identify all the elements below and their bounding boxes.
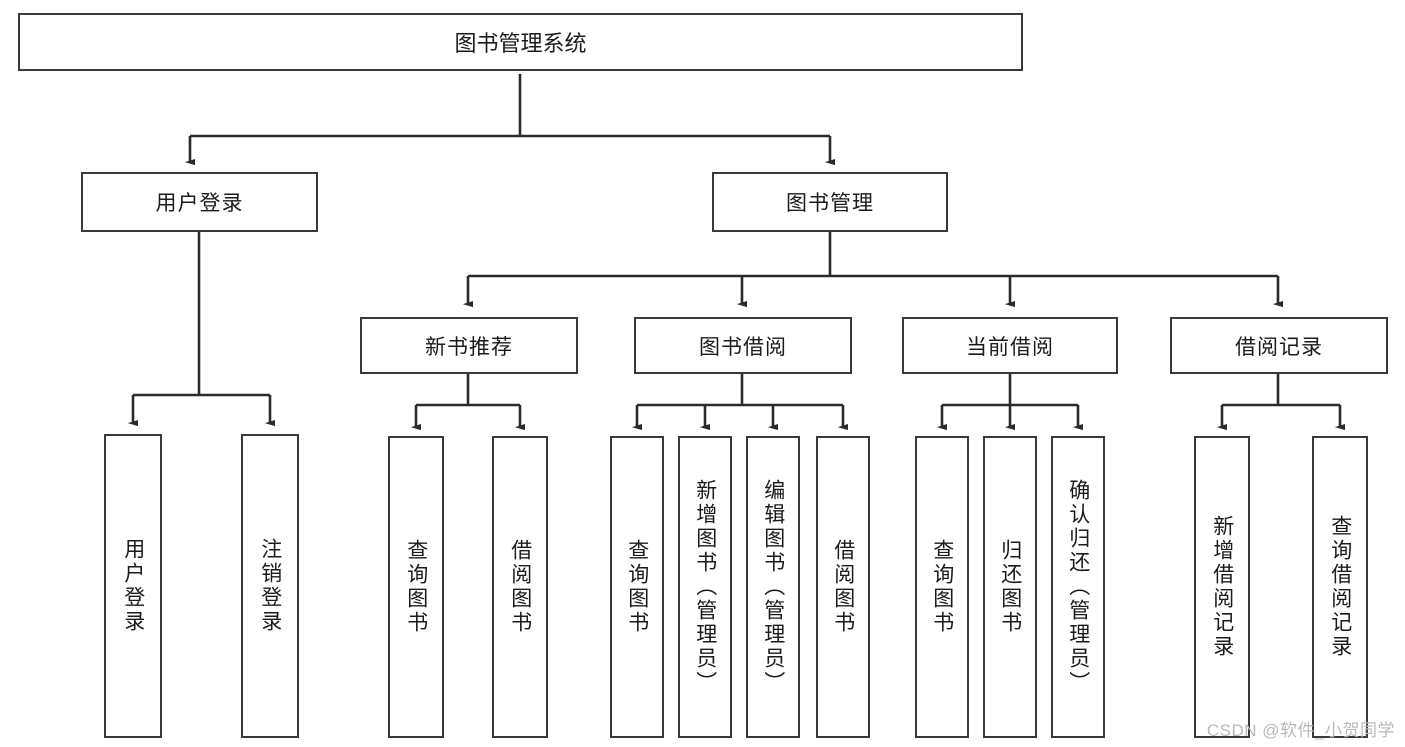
node-book-management[interactable]: 图书管理: [712, 172, 948, 232]
node-label: 查询图书: [404, 539, 428, 635]
leaf-recommend-query-book[interactable]: 查询图书: [388, 436, 444, 738]
leaf-borrow-add-book-admin[interactable]: 新增图书（管理员）: [678, 436, 732, 738]
node-book-borrow[interactable]: 图书借阅: [634, 317, 852, 374]
node-label: 借阅记录: [1235, 335, 1323, 359]
node-root-book-management-system[interactable]: 图书管理系统: [18, 13, 1023, 71]
node-label: 借阅图书: [508, 539, 532, 635]
leaf-records-query-record[interactable]: 查询借阅记录: [1312, 436, 1368, 738]
node-borrow-records[interactable]: 借阅记录: [1170, 317, 1388, 374]
node-new-book-recommend[interactable]: 新书推荐: [360, 317, 578, 374]
node-label: 图书管理系统: [454, 31, 587, 56]
node-label: 图书管理: [786, 192, 874, 215]
node-label: 新增图书（管理员）: [693, 479, 717, 695]
leaf-records-add-record[interactable]: 新增借阅记录: [1194, 436, 1250, 738]
leaf-borrow-edit-book-admin[interactable]: 编辑图书（管理员）: [746, 436, 800, 738]
node-label: 注销登录: [258, 538, 282, 634]
leaf-user-login-login[interactable]: 用户登录: [104, 434, 162, 738]
leaf-current-query-book[interactable]: 查询图书: [915, 436, 969, 738]
node-label: 查询借阅记录: [1328, 515, 1352, 659]
node-label: 图书借阅: [699, 335, 787, 359]
node-user-login[interactable]: 用户登录: [81, 172, 318, 232]
node-label: 确认归还（管理员）: [1066, 479, 1090, 695]
leaf-borrow-query-book[interactable]: 查询图书: [610, 436, 664, 738]
node-label: 当前借阅: [966, 335, 1054, 359]
node-label: 查询图书: [625, 539, 649, 635]
node-current-borrow[interactable]: 当前借阅: [902, 317, 1118, 374]
leaf-user-login-logout[interactable]: 注销登录: [241, 434, 299, 738]
leaf-current-confirm-return-admin[interactable]: 确认归还（管理员）: [1051, 436, 1105, 738]
leaf-recommend-borrow-book[interactable]: 借阅图书: [492, 436, 548, 738]
node-label: 查询图书: [930, 539, 954, 635]
leaf-current-return-book[interactable]: 归还图书: [983, 436, 1037, 738]
node-label: 用户登录: [155, 192, 244, 215]
watermark: CSDN @软件_小贺同学: [1206, 721, 1395, 740]
leaf-borrow-borrow-book[interactable]: 借阅图书: [816, 436, 870, 738]
node-label: 归还图书: [998, 539, 1022, 635]
node-label: 新书推荐: [425, 335, 513, 359]
node-label: 新增借阅记录: [1210, 515, 1234, 659]
node-label: 借阅图书: [831, 539, 855, 635]
node-label: 编辑图书（管理员）: [761, 479, 785, 695]
node-label: 用户登录: [121, 538, 145, 634]
